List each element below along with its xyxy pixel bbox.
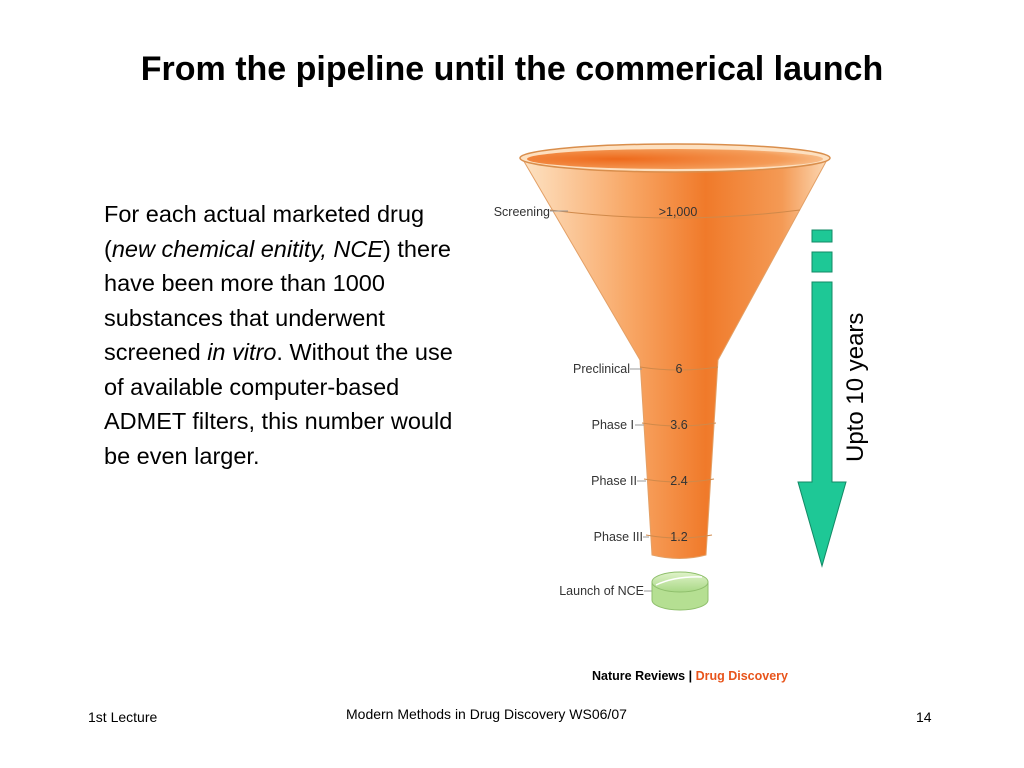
body-text-in-vitro-term: in vitro — [207, 339, 277, 365]
body-text-part-5: . Without the use of available computer-… — [104, 339, 453, 469]
timeline-label: Upto 10 years — [842, 312, 869, 462]
stage-label-preclinical: Preclinical — [573, 362, 630, 376]
slide-title: From the pipeline until the commerical l… — [140, 50, 884, 88]
arrow-shaft — [797, 281, 847, 568]
body-text-nce-term: new chemical enitity, NCE — [111, 235, 384, 262]
credit-separator: | — [688, 669, 693, 683]
stage-value-phase-3: 1.2 — [670, 530, 687, 544]
credit-section: Drug Discovery — [695, 669, 788, 683]
stage-label-launch: Launch of NCE — [559, 584, 644, 598]
stage-value-phase-1: 3.6 — [670, 418, 687, 432]
stage-ring-phase-2 — [643, 478, 715, 483]
funnel-graphic: Screening >1,000 Preclinical 6 Phase I 3… — [494, 143, 847, 611]
body-paragraph: For each actual marketed drug (new chemi… — [104, 197, 476, 473]
body-text-part-1: For each actual marketed drug ( — [104, 201, 425, 262]
stage-ring-screening — [549, 209, 801, 219]
stage-value-preclinical: 6 — [676, 362, 683, 376]
timeline-arrow — [797, 229, 847, 568]
stage-value-screening: >1,000 — [659, 205, 698, 219]
stage-label-phase-1: Phase I — [592, 418, 634, 432]
arrow-dash-1 — [811, 229, 833, 243]
credit-journal: Nature Reviews — [592, 669, 686, 683]
drug-pipeline-funnel-figure: Screening >1,000 Preclinical 6 Phase I 3… — [470, 130, 990, 690]
funnel-opening — [527, 149, 823, 169]
stage-label-phase-2: Phase II — [591, 474, 637, 488]
arrow-dash-2 — [811, 251, 833, 273]
stage-value-phase-2: 2.4 — [670, 474, 687, 488]
footer-lecture: 1st Lecture — [88, 709, 158, 725]
stage-ring-phase-1 — [641, 422, 717, 427]
stage-label-phase-3: Phase III — [594, 530, 643, 544]
funnel-cone — [521, 157, 829, 559]
slide-number: 14 — [916, 709, 932, 725]
stage-label-screening: Screening — [494, 205, 550, 219]
body-text-part-3: ) there have been more than 1000 substan… — [104, 235, 451, 366]
stage-ring-phase-3 — [645, 534, 713, 539]
nce-pill-icon — [651, 571, 709, 611]
stage-ring-preclinical — [639, 366, 719, 371]
footer-course-title: Modern Methods in Drug Discovery WS06/07 — [346, 706, 627, 722]
figure-source-credit: Nature Reviews | Drug Discovery — [592, 669, 788, 683]
